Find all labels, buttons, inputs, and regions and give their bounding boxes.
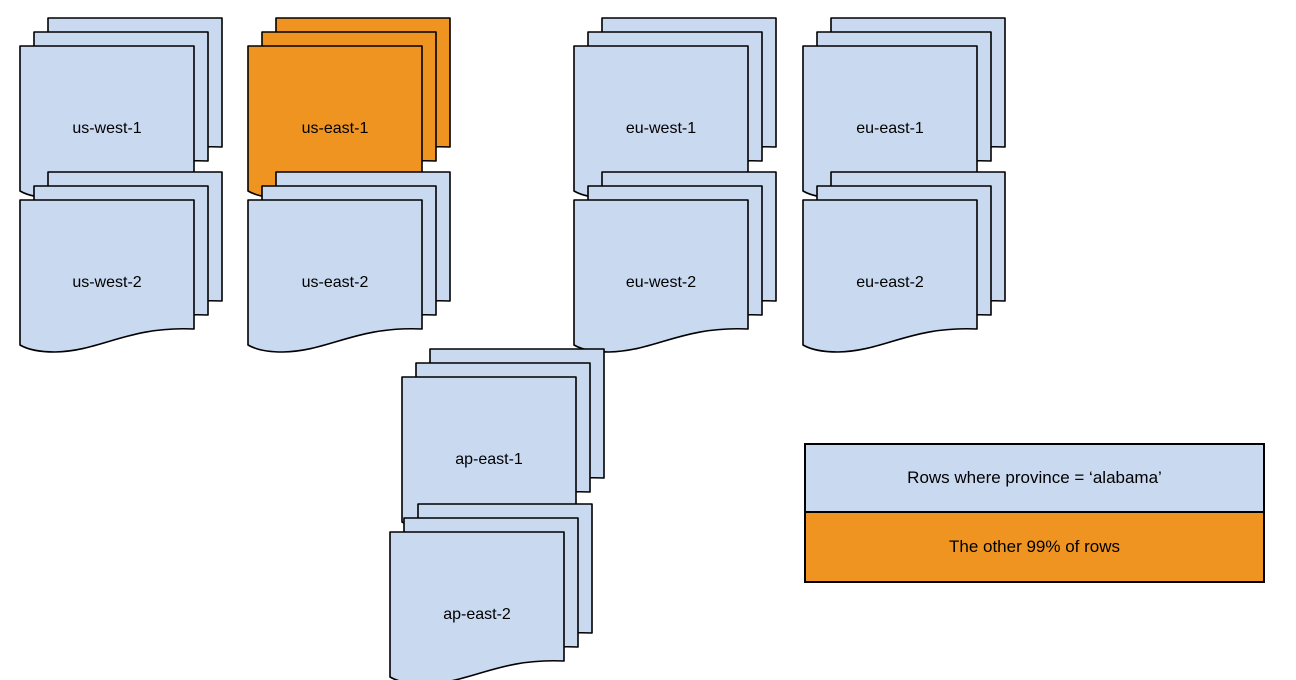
document-stack-ap-east-2[interactable]: ap-east-2 xyxy=(389,503,620,680)
legend-label-orange: The other 99% of rows xyxy=(948,537,1121,556)
document-stack-us-east-1[interactable]: us-east-1 xyxy=(247,17,478,199)
document-stack-us-east-2[interactable]: us-east-2 xyxy=(247,171,478,353)
document-sheet xyxy=(802,199,978,353)
document-stack-us-west-2[interactable]: us-west-2 xyxy=(19,171,250,353)
document-sheet xyxy=(247,199,423,353)
document-stack-eu-east-2[interactable]: eu-east-2 xyxy=(802,171,1033,353)
legend-row-orange: The other 99% of rows xyxy=(806,513,1263,581)
document-stack-eu-west-2[interactable]: eu-west-2 xyxy=(573,171,804,353)
document-stack-ap-east-1[interactable]: ap-east-1 xyxy=(401,348,632,530)
document-stack-us-west-1[interactable]: us-west-1 xyxy=(19,17,250,199)
document-sheet xyxy=(389,531,565,680)
document-stack-eu-east-1[interactable]: eu-east-1 xyxy=(802,17,1033,199)
document-sheet xyxy=(573,199,749,353)
legend: Rows where province = ‘alabama’ The othe… xyxy=(804,443,1265,583)
legend-row-blue: Rows where province = ‘alabama’ xyxy=(806,445,1263,513)
document-stack-eu-west-1[interactable]: eu-west-1 xyxy=(573,17,804,199)
legend-label-blue: Rows where province = ‘alabama’ xyxy=(907,468,1162,487)
document-sheet xyxy=(19,199,195,353)
